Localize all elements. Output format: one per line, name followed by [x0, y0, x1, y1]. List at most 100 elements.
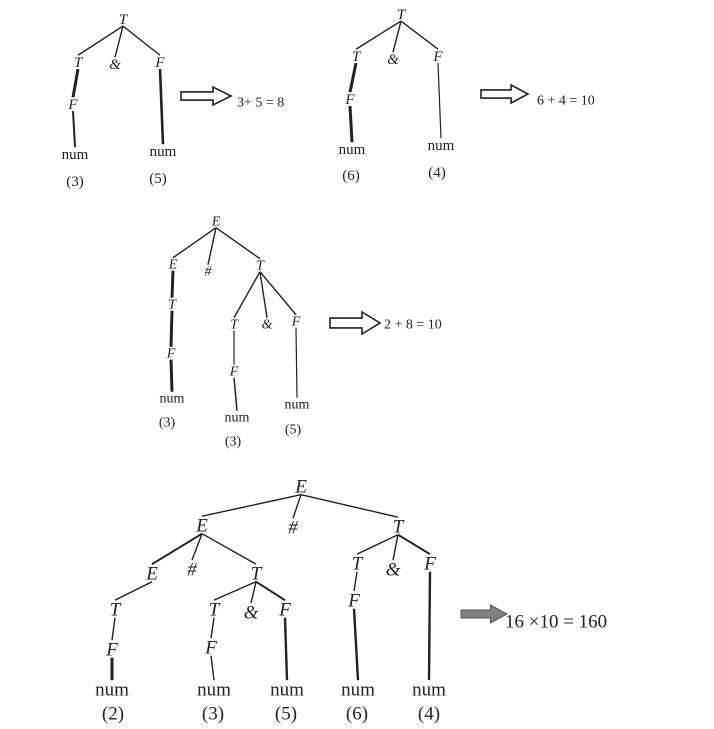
tree-4-node-V1-terminal: (2)	[102, 704, 124, 725]
tree-3-edge-E1-T1	[170, 270, 175, 298]
tree-4-node-F1-nonterminal: F	[105, 640, 118, 661]
tree-1-edge-b-e	[71, 68, 80, 98]
tree-4-edge-T3-F4	[353, 571, 358, 592]
tree-2-edge-a-c	[392, 20, 402, 53]
tree-3-node-F2-nonterminal: F	[229, 365, 239, 380]
tree-4-edge-F3-N3	[283, 617, 289, 681]
tree-4-edge-F4-N4	[352, 608, 360, 681]
tree-2-edge-b-e	[348, 62, 358, 93]
tree-3-result-arrow-icon	[329, 310, 382, 336]
tree-3-edge-T0-A	[259, 271, 268, 318]
tree-3-node-T0-nonterminal: T	[256, 259, 265, 274]
tree-4-node-TR-nonterminal: T	[393, 517, 405, 538]
tree-2-result-equation: 6 + 4 = 10	[537, 94, 595, 109]
tree-1-edge-a-b	[77, 25, 124, 56]
tree-3-edge-E0-T0	[215, 227, 261, 260]
tree-4-node-A2-operator: &	[386, 560, 401, 581]
tree-4-edge-T2-F2	[210, 617, 215, 639]
tree-4-edge-TM-F3	[255, 580, 286, 602]
tree-4-edge-R-TR	[300, 494, 399, 518]
tree-1-result-arrow-icon	[180, 85, 233, 107]
tree-1-result-equation: 3+ 5 = 8	[237, 96, 284, 111]
tree-4-node-E2-nonterminal: E	[145, 564, 158, 585]
tree-1-edge-d-g	[158, 69, 165, 145]
tree-2-edge-d-g	[437, 63, 442, 139]
tree-4-edge-E1-E2	[151, 532, 203, 566]
tree-4-edge-TR-T3	[356, 534, 399, 555]
tree-2-node-b-nonterminal: T	[352, 49, 362, 65]
tree-3-node-T1-nonterminal: T	[168, 298, 177, 313]
tree-4-edge-T1-F1	[111, 617, 116, 641]
tree-1-edge-a-c	[114, 25, 124, 58]
tree-4-edge-TR-A2	[392, 534, 399, 561]
tree-2-node-i-terminal: (4)	[428, 165, 446, 181]
tree-4-node-V3-terminal: (5)	[275, 704, 297, 725]
tree-3-node-E0-nonterminal: E	[211, 215, 221, 230]
tree-4-result-arrow-icon	[460, 604, 509, 624]
tree-4-node-F3-nonterminal: F	[278, 600, 291, 621]
tree-1-edge-a-d	[122, 25, 161, 56]
tree-2-node-g-terminal: num	[428, 138, 455, 154]
tree-4-edge-E1-H2	[191, 533, 203, 561]
tree-4-node-N1-terminal: num	[95, 680, 129, 701]
tree-4-edge-TR-F5	[397, 533, 431, 556]
tree-1-node-e-nonterminal: F	[67, 97, 78, 113]
tree-3-node-V1-terminal: (3)	[159, 416, 176, 431]
tree-4-node-F5-nonterminal: F	[423, 554, 436, 575]
tree-2-node-c-operator: &	[387, 52, 399, 68]
tree-3-node-A-operator: &	[262, 318, 273, 333]
tree-3-edge-T1-F1	[169, 310, 174, 347]
tree-4-node-TM-nonterminal: T	[251, 564, 263, 585]
tree-4-node-V2-terminal: (3)	[202, 704, 224, 725]
tree-4-edge-E1-TM	[201, 533, 257, 565]
tree-1-node-b-nonterminal: T	[74, 55, 84, 71]
tree-4-edge-F2-N2	[210, 655, 215, 681]
tree-4-result-equation: 16 ×10 = 160	[505, 612, 607, 633]
tree-3-edge-E0-E1	[172, 227, 217, 259]
tree-4-node-E1-nonterminal: E	[195, 516, 208, 537]
arrows-layer: 3+ 5 = 8 6 + 4 = 10 2 + 8 = 10 16 ×10 = 160	[180, 83, 607, 633]
tree-4-node-H2-operator: #	[187, 560, 197, 581]
tree-3-node-F1-nonterminal: F	[166, 347, 176, 362]
tree-2-edge-a-b	[355, 20, 402, 50]
tree-3-node-V3-terminal: (5)	[285, 423, 302, 438]
tree-1-node-d-nonterminal: F	[154, 55, 165, 71]
tree-2-node-h-terminal: (6)	[342, 168, 360, 184]
tree-3-edge-F1-N1	[169, 359, 174, 392]
tree-4-edge-R-H1	[292, 494, 302, 519]
tree-3-edge-T0-F3	[259, 271, 297, 316]
tree-2-edge-a-d	[400, 20, 439, 50]
tree-3-node-E1-nonterminal: E	[168, 258, 178, 273]
tree-4-edge-TM-A1	[250, 581, 257, 604]
tree-1-edge-e-f	[72, 111, 76, 148]
tree-3-node-N2-terminal: num	[225, 411, 250, 426]
tree-4-node-T1-nonterminal: T	[110, 600, 122, 621]
tree-2-node-a-nonterminal: T	[397, 7, 407, 23]
tree-3-node-V2-terminal: (3)	[225, 435, 242, 450]
tree-1-node-g-terminal: num	[150, 144, 177, 160]
tree-2-result-arrow-icon	[480, 83, 530, 105]
tree-4-node-F2-nonterminal: F	[204, 638, 217, 659]
tree-3-result-equation: 2 + 8 = 10	[384, 318, 442, 333]
tree-1-node-c-operator: &	[109, 57, 121, 73]
tree-3-node-H-operator: #	[205, 265, 213, 280]
tree-4-edge-TM-T2	[213, 581, 257, 601]
tree-2-node-f-terminal: num	[339, 142, 366, 158]
tree-4-edge-R-E1	[201, 494, 302, 517]
tree-3-edge-F2-N2	[233, 377, 238, 411]
tree-2-edge-e-f	[348, 105, 354, 143]
tree-4-node-T3-nonterminal: T	[352, 554, 364, 575]
tree-3-node-T2-nonterminal: T	[230, 318, 239, 333]
tree-4-node-N2-terminal: num	[197, 680, 231, 701]
tree-4-edge-F5-N5	[427, 571, 432, 681]
tree-3-edge-E0-H	[207, 227, 217, 265]
edges-layer	[71, 20, 442, 681]
tree-3-edge-T0-T2	[233, 271, 261, 319]
tree-2-node-d-nonterminal: F	[432, 49, 443, 65]
tree-4-node-V4-terminal: (6)	[346, 704, 368, 725]
tree-4-node-V5-terminal: (4)	[418, 704, 440, 725]
tree-4-node-F4-nonterminal: F	[347, 591, 360, 612]
tree-1-node-a-nonterminal: T	[119, 12, 129, 28]
